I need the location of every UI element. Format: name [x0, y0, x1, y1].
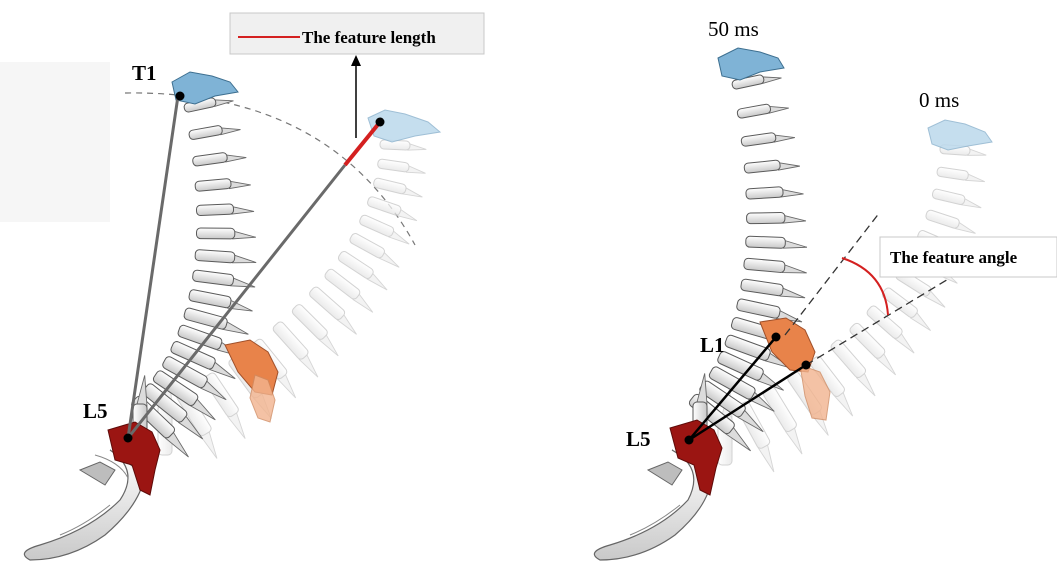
legend-label: The feature length [302, 28, 436, 47]
vertebra [188, 122, 240, 140]
upright-spine [130, 94, 257, 459]
ghost-t1-point [376, 118, 385, 127]
ghost-vertebra [936, 167, 985, 183]
vertebra [740, 279, 806, 300]
feature-length-segment [345, 122, 380, 165]
vertebra [744, 258, 808, 275]
vertebra [196, 203, 254, 216]
ghost-t1-vertebra-right [928, 120, 992, 150]
vertebra [741, 130, 795, 147]
legend-arrowhead [351, 55, 361, 66]
label-l1: L1 [700, 333, 725, 357]
vertebra [746, 185, 804, 199]
label-t1: T1 [132, 61, 157, 85]
ghost-vertebra [373, 177, 424, 198]
background-plane [0, 62, 110, 222]
vertebra [195, 177, 251, 192]
angle-label: The feature angle [890, 248, 1018, 267]
time-upright: 50 ms [708, 17, 759, 41]
t1-vertebra-right [718, 48, 784, 80]
vertebra [744, 158, 800, 174]
sacrum [24, 450, 145, 560]
ghost-vertebra [925, 209, 978, 235]
l5-point [124, 434, 133, 443]
upright-axis-dashed [785, 212, 880, 335]
label-l5-left: L5 [83, 399, 108, 423]
ghost-vertebra [366, 196, 419, 223]
right-panel: The feature angle 50 ms 0 ms L1 L5 [594, 17, 1057, 560]
l1-point [772, 333, 781, 342]
l5-point-right [685, 436, 694, 445]
vertebra [746, 236, 808, 249]
label-l5-right: L5 [626, 427, 651, 451]
left-panel: The feature length T1 L5 [0, 13, 484, 560]
ghost-vertebra [932, 188, 983, 209]
time-flexed: 0 ms [919, 88, 959, 112]
ghost-vertebra [377, 159, 426, 175]
upright-spine-right [688, 71, 808, 454]
ghost-l1-point [802, 361, 811, 370]
vertebra [192, 150, 246, 167]
vertebra [192, 270, 256, 289]
vertebra [747, 212, 806, 224]
vertebra [195, 249, 257, 264]
t1-point [176, 92, 185, 101]
vertebra [196, 228, 255, 239]
ghost-vertebra [380, 140, 427, 151]
vertebra [737, 100, 789, 118]
